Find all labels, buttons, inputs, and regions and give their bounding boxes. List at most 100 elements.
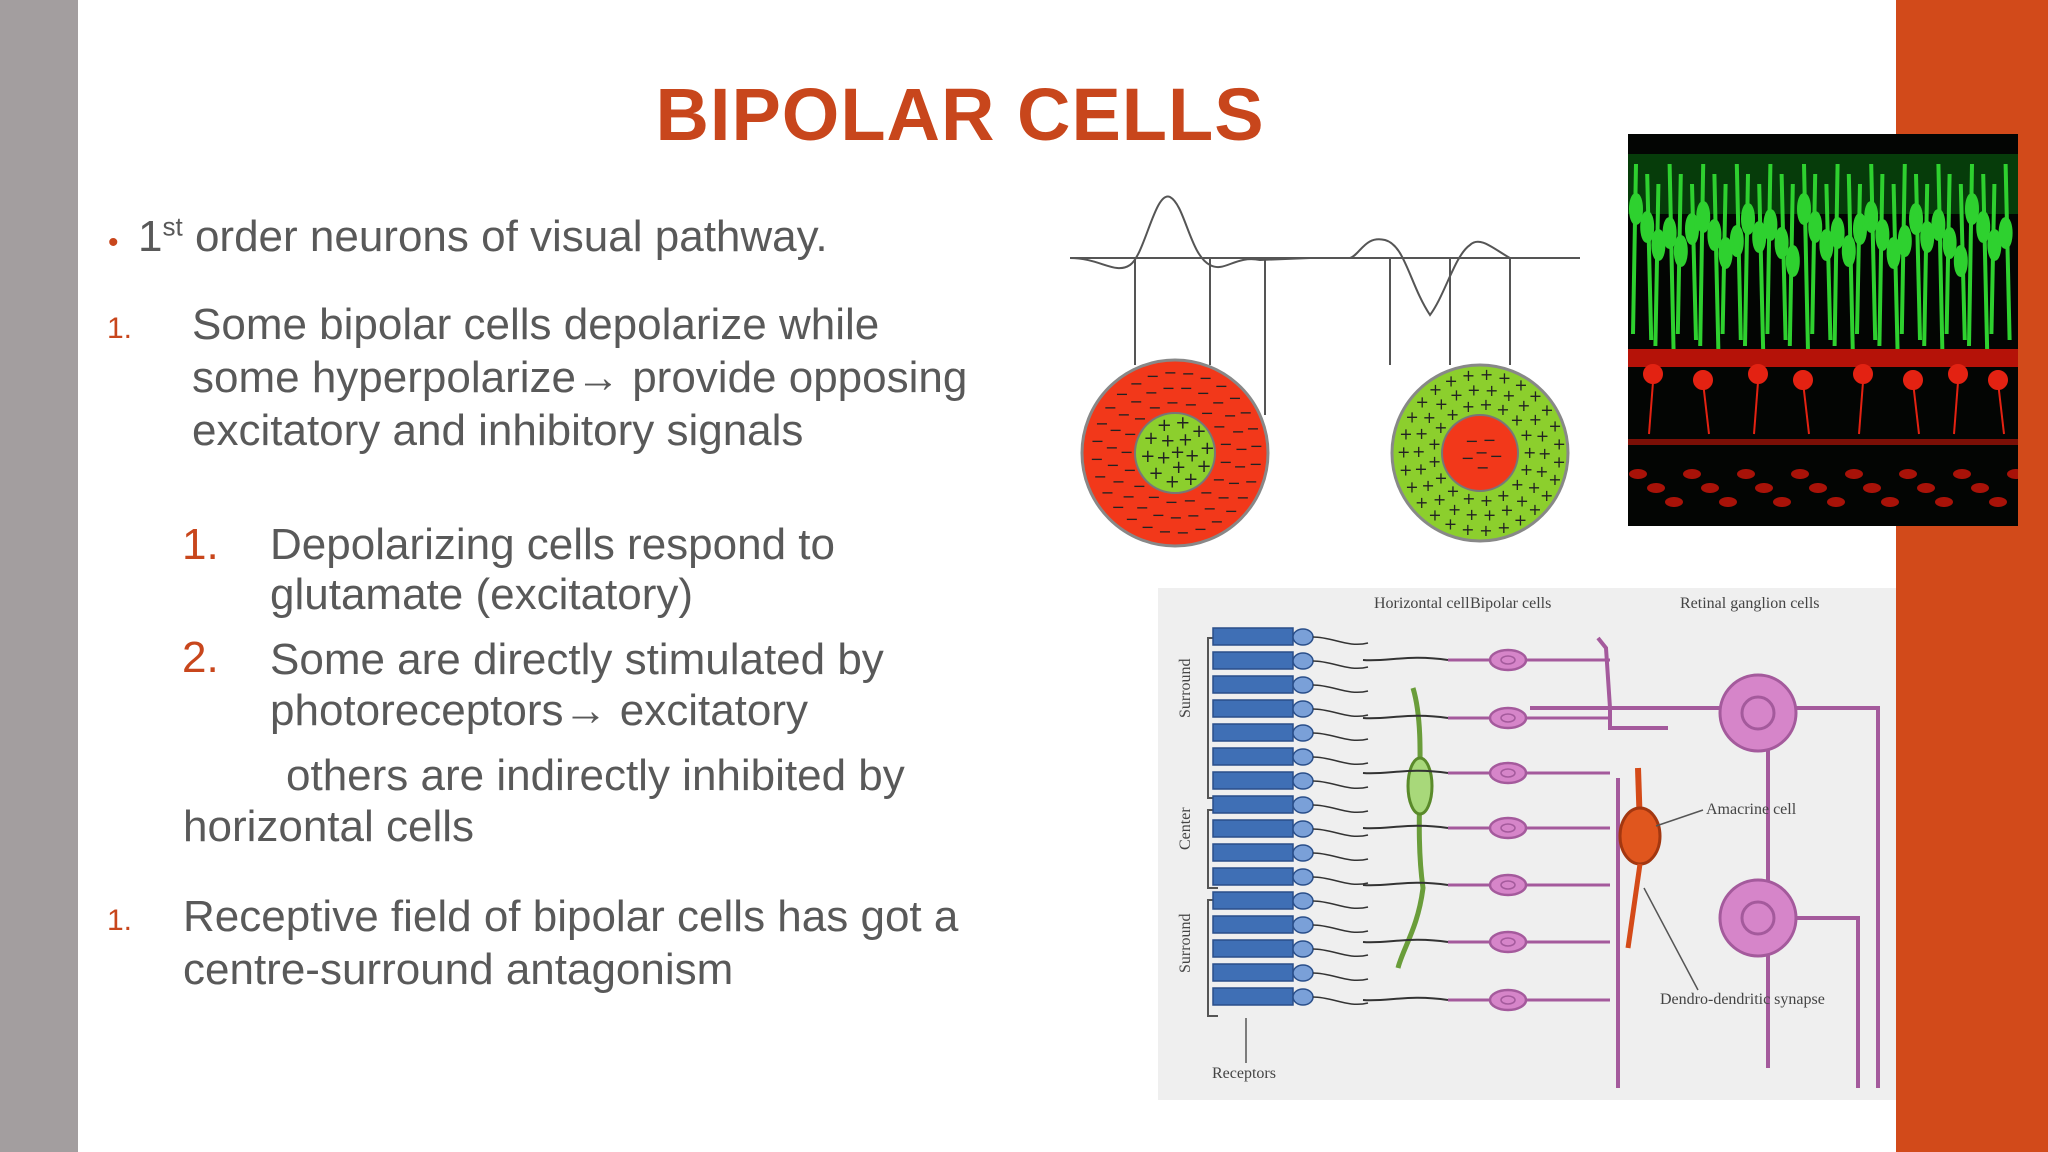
svg-text:−: − <box>1165 493 1178 512</box>
svg-text:+: + <box>1178 429 1193 450</box>
svg-text:+: + <box>1514 376 1527 395</box>
svg-text:+: + <box>1414 460 1427 479</box>
svg-text:−: − <box>1180 379 1193 398</box>
svg-text:+: + <box>1428 505 1441 524</box>
svg-text:−: − <box>1176 523 1189 542</box>
label-ganglion-cells: Retinal ganglion cells <box>1680 595 1820 612</box>
svg-text:+: + <box>1467 381 1480 400</box>
svg-text:−: − <box>1104 398 1117 417</box>
svg-text:+: + <box>1156 448 1171 469</box>
svg-text:−: − <box>1146 367 1159 386</box>
svg-text:+: + <box>1479 395 1492 414</box>
svg-text:+: + <box>1429 380 1442 399</box>
svg-text:−: − <box>1141 518 1154 537</box>
svg-text:−: − <box>1112 472 1125 491</box>
svg-text:−: − <box>1201 403 1214 422</box>
label-surround-top: Surround <box>1177 658 1194 718</box>
svg-text:−: − <box>1210 512 1223 531</box>
svg-text:−: − <box>1224 406 1237 425</box>
svg-text:−: − <box>1158 522 1171 541</box>
svg-text:+: + <box>1517 396 1530 415</box>
svg-text:+: + <box>1496 400 1509 419</box>
svg-text:−: − <box>1197 384 1210 403</box>
svg-text:+: + <box>1538 444 1551 463</box>
svg-text:+: + <box>1149 463 1164 484</box>
svg-text:−: − <box>1148 398 1161 417</box>
svg-text:−: − <box>1091 431 1104 450</box>
svg-text:+: + <box>1515 491 1528 510</box>
svg-text:−: − <box>1182 364 1195 383</box>
retina-micrograph <box>1628 134 2018 526</box>
svg-text:+: + <box>1428 452 1441 471</box>
svg-text:+: + <box>1405 478 1418 497</box>
svg-text:+: + <box>1423 408 1436 427</box>
svg-text:+: + <box>1399 461 1412 480</box>
svg-text:−: − <box>1217 488 1230 507</box>
sub-item-2-line-1: Some are directly stimulated by <box>270 635 884 684</box>
svg-text:+: + <box>1157 415 1172 436</box>
label-horizontal-cell: Horizontal cell <box>1374 595 1470 612</box>
amacrine-cell-body <box>1618 806 1662 866</box>
svg-text:−: − <box>1152 505 1165 524</box>
receptive-field-diagram: −−−−−−−−−−−−−−−−−−−−−−−−−−−−−−−−−−−−−−−−… <box>1069 195 1580 548</box>
continuation-line-2: horizontal cells <box>183 802 475 851</box>
svg-text:+: + <box>1446 481 1459 500</box>
svg-text:+: + <box>1160 431 1175 452</box>
svg-text:+: + <box>1529 410 1542 429</box>
bullet-first-order-rest: order neurons of visual pathway. <box>182 212 828 261</box>
svg-text:+: + <box>1416 393 1429 412</box>
svg-text:+: + <box>1497 486 1510 505</box>
svg-text:−: − <box>1133 476 1146 495</box>
svg-text:−: − <box>1133 409 1146 428</box>
svg-text:+: + <box>1552 452 1565 471</box>
svg-text:−: − <box>1236 488 1249 507</box>
svg-text:−: − <box>1461 449 1474 468</box>
svg-text:−: − <box>1212 470 1225 489</box>
svg-text:+: + <box>1480 491 1493 510</box>
svg-text:−: − <box>1212 393 1225 412</box>
svg-text:−: − <box>1187 506 1200 525</box>
svg-text:+: + <box>1540 400 1553 419</box>
svg-text:+: + <box>1444 515 1457 534</box>
svg-text:−: − <box>1183 491 1196 510</box>
label-amacrine-cell: Amacrine cell <box>1706 801 1797 818</box>
item-1-marker: 1. <box>107 312 133 345</box>
item-1-text: Some bipolar cells depolarize while some… <box>192 300 968 455</box>
svg-text:−: − <box>1130 392 1143 411</box>
sub-item-2-line-2: photoreceptors→ excitatory <box>270 686 809 735</box>
svg-text:+: + <box>1548 417 1561 436</box>
item-2-marker: 1. <box>107 904 133 937</box>
svg-text:+: + <box>1462 397 1475 416</box>
svg-text:+: + <box>1514 511 1527 530</box>
svg-text:+: + <box>1140 446 1155 467</box>
svg-text:−: − <box>1101 483 1114 502</box>
svg-text:+: + <box>1421 476 1434 495</box>
svg-text:−: − <box>1124 425 1137 444</box>
svg-text:+: + <box>1461 520 1474 539</box>
svg-text:−: − <box>1122 487 1135 506</box>
svg-text:+: + <box>1450 385 1463 404</box>
svg-text:+: + <box>1170 442 1185 463</box>
svg-text:+: + <box>1433 490 1446 509</box>
svg-text:−: − <box>1235 439 1248 458</box>
svg-text:−: − <box>1094 467 1107 486</box>
svg-text:+: + <box>1520 460 1533 479</box>
left-accent-bar <box>0 0 78 1152</box>
svg-text:−: − <box>1136 498 1149 517</box>
svg-text:+: + <box>1434 469 1447 488</box>
svg-text:−: − <box>1106 456 1119 475</box>
svg-text:−: − <box>1476 458 1489 477</box>
svg-text:−: − <box>1213 417 1226 436</box>
svg-text:+: + <box>1171 457 1186 478</box>
svg-text:−: − <box>1465 432 1478 451</box>
bullet-first-order: 1st order neurons of visual pathway. <box>138 210 828 263</box>
svg-text:−: − <box>1123 461 1136 480</box>
svg-text:+: + <box>1435 395 1448 414</box>
svg-text:+: + <box>1446 405 1459 424</box>
on-center-field: −−−−−−−−−−−−−−−−−−−−−−−−−−−−−−−−−−−−−−−−… <box>1080 358 1270 548</box>
svg-text:−: − <box>1232 422 1245 441</box>
svg-text:+: + <box>1529 387 1542 406</box>
svg-text:−: − <box>1228 388 1241 407</box>
svg-text:−: − <box>1246 419 1259 438</box>
svg-text:+: + <box>1483 506 1496 525</box>
